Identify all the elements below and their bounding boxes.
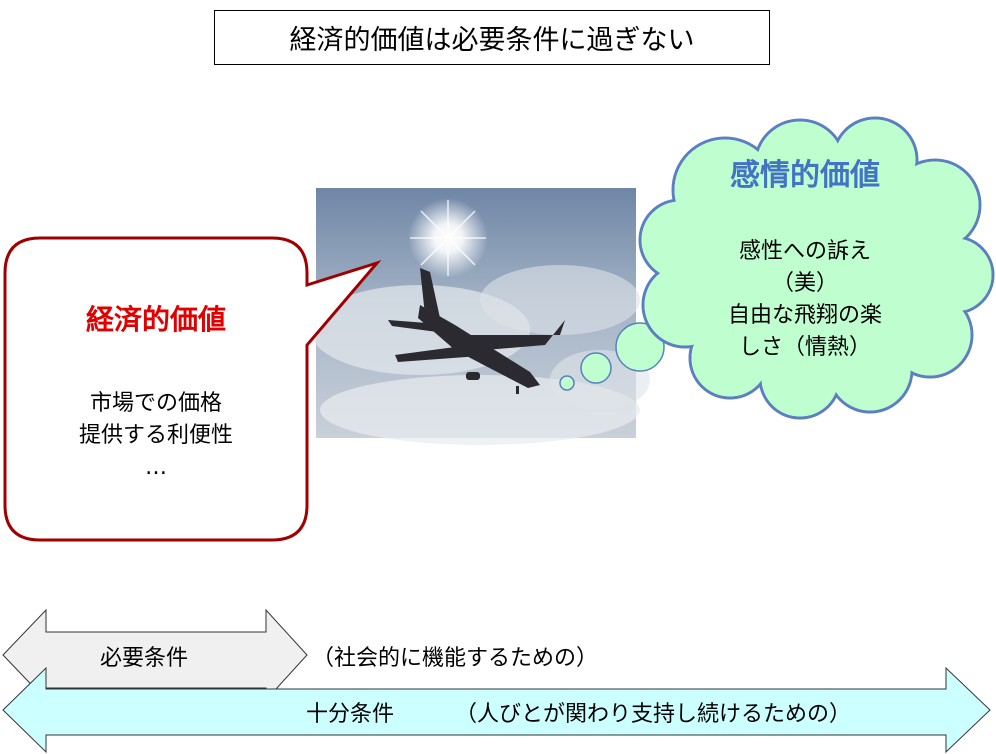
sufficient-condition-label: 十分条件 — [306, 702, 395, 727]
economic-line: … — [145, 455, 167, 480]
economic-line: 市場での価格 — [89, 391, 222, 416]
economic-line: 提供する利便性 — [78, 423, 233, 448]
airplane-icon — [388, 268, 565, 394]
emotional-line: 感性への訴え — [738, 239, 871, 264]
slide-title: 経済的価値は必要条件に過ぎない — [214, 10, 770, 65]
emotional-line: （美） — [771, 271, 838, 296]
economic-value-box: 経済的価値 市場での価格 提供する利便性 … — [5, 298, 307, 484]
airplane-photo — [310, 188, 650, 445]
economic-value-heading: 経済的価値 — [85, 303, 226, 336]
sufficient-condition-arrow — [2, 666, 991, 754]
economic-speech-bubble — [3, 236, 382, 542]
emotional-thought-cloud — [559, 116, 995, 420]
sufficient-condition-note: （人びとが関わり支持し続けるための） — [455, 702, 852, 727]
emotional-value-box: 感情的価値 感性への訴え （美） 自由な飛翔の楽 しさ（情熱） — [660, 150, 950, 364]
emotional-line: 自由な飛翔の楽 — [727, 303, 882, 328]
necessary-condition-note: （社会的に機能するための） — [312, 646, 599, 671]
necessary-condition-label: 必要条件 — [100, 646, 189, 671]
emotional-value-heading: 感情的価値 — [730, 158, 880, 193]
emotional-line: しさ（情熱） — [738, 335, 871, 360]
